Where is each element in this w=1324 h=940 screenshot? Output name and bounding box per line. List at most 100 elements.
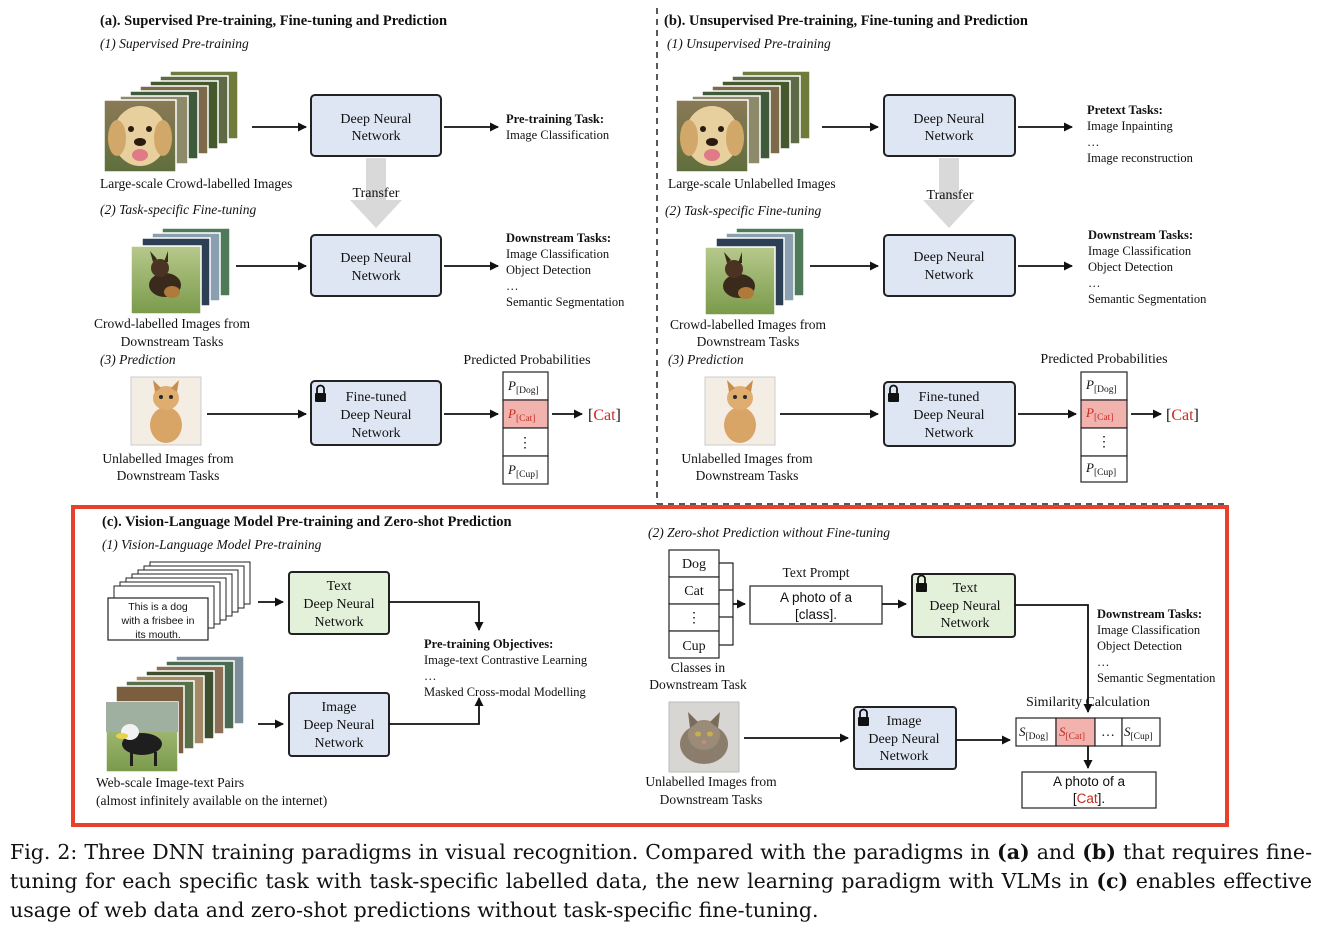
objectives-item1: Image-text Contrastive Learning [424, 653, 588, 667]
panel-a-task1-title: Pre-training Task: [506, 112, 604, 126]
similarity-label: Similarity Calculation [1026, 695, 1150, 710]
sim-cell-dots [1094, 717, 1123, 747]
panel-c-highlight-frame [71, 505, 1229, 827]
prob-p: P [1085, 377, 1094, 392]
panel-b-title: (b). Unsupervised Pre-training, Fine-tun… [664, 13, 1028, 29]
prob-dog-label: [Dog] [1094, 385, 1117, 395]
panel-a-task2-item3: … [506, 279, 519, 293]
similarity-row: S[Dog] S[Cat] … S[Cup] [1015, 717, 1161, 747]
prob-cell-cup [1080, 455, 1128, 483]
downstream-image-stack-b [704, 227, 805, 316]
panel-a-dnn2-line2: Network [352, 269, 401, 284]
panel-b-img2-caption-1: Crowd-labelled Images from [670, 317, 826, 332]
tabby-cat-photo [668, 701, 740, 773]
sim-s: S [1059, 724, 1066, 739]
class-dots: ⋮ [687, 611, 701, 626]
svg-text:P[Cup]: P[Cup] [1085, 460, 1116, 478]
arrow-c-image-objectives [389, 697, 484, 725]
class-cell-cup [668, 630, 720, 659]
svg-text:S[Dog]: S[Dog] [1019, 724, 1048, 742]
panel-a-dnn1-line1: Deep Neural [340, 112, 411, 127]
panel-b-img2-caption-2: Downstream Tasks [697, 334, 800, 349]
panel-a-pred-title: Predicted Probabilities [463, 353, 590, 368]
caption-card-line2: with a frisbee in [121, 615, 195, 627]
prob-vdots-a: ⋮ [518, 436, 532, 451]
panel-a-dnn1-line2: Network [352, 129, 401, 144]
prob-p: P [1085, 460, 1094, 475]
panel-b-task1-item3: Image reconstruction [1087, 151, 1194, 165]
panel-b-task1-title: Pretext Tasks: [1087, 103, 1163, 117]
zs-text-dnn-line2: Deep Neural [929, 599, 1000, 614]
panel-a-task1-item: Image Classification [506, 128, 610, 142]
panel-a-img3-caption-1: Unlabelled Images from [102, 451, 234, 466]
panel-a-task2-item4: Semantic Segmentation [506, 295, 625, 309]
prob-cup-label: [Cup] [516, 470, 538, 480]
pairs-caption-line1: Web-scale Image-text Pairs [96, 775, 244, 790]
objectives-title: Pre-training Objectives: [424, 637, 553, 651]
cat-photo-a [130, 376, 202, 446]
panel-b-dnn2-line1: Deep Neural [913, 250, 984, 265]
panel-a-task2-item1: Image Classification [506, 247, 610, 261]
panel-a-img3-caption-2: Downstream Tasks [117, 468, 220, 483]
text-prompt-label: Text Prompt [783, 565, 850, 580]
panel-a-dnn3-line1: Fine-tuned [346, 390, 407, 405]
prompt-line2: [class]. [795, 607, 837, 622]
prob-p: P [507, 406, 516, 421]
class-cup: Cup [682, 639, 705, 654]
prob-cell-dog [1080, 371, 1128, 401]
arrow-c-text-objectives [389, 601, 484, 631]
prob-cat-label: [Cat] [1094, 413, 1114, 423]
zs-unlabelled-caption-line2: Downstream Tasks [660, 792, 763, 807]
svg-text:P[Dog]: P[Dog] [507, 378, 539, 396]
panel-a-img1-caption: Large-scale Crowd-labelled Images [100, 176, 292, 191]
golden-retriever-photo-b [675, 99, 749, 173]
panel-b-task1-item1: Image Inpainting [1087, 119, 1173, 133]
panel-b-dnn3-line3: Network [925, 426, 974, 441]
caption-part1: Fig. 2: Three DNN training paradigms in … [10, 840, 998, 864]
lock-icon [315, 384, 326, 402]
prob-cat-label: [Cat] [516, 414, 536, 424]
zs-image-dnn-line2: Deep Neural [868, 732, 939, 747]
panel-b-dnn-finetune [883, 234, 1016, 297]
panel-b-transfer-label: Transfer [927, 188, 974, 203]
sim-cell-cup [1121, 717, 1161, 747]
text-prompt-box [749, 585, 883, 625]
prob-cell-dots [502, 427, 549, 457]
zs-downstream-item2: Object Detection [1097, 639, 1183, 653]
panel-b-task2-item4: Semantic Segmentation [1088, 292, 1207, 306]
zs-downstream-item3: … [1097, 655, 1110, 669]
zs-text-dnn-line1: Text [953, 581, 978, 596]
class-cell-dog [668, 549, 720, 578]
prob-cell-dots [1080, 427, 1128, 457]
prob-cell-cat [1080, 399, 1128, 429]
vlm-text-dnn-line3: Network [315, 615, 364, 630]
panel-a: (a). Supervised Pre-training, Fine-tunin… [94, 13, 625, 485]
sim-s: S [1019, 724, 1026, 739]
panel-b-img1-caption: Large-scale Unlabelled Images [668, 176, 836, 191]
sim-dots: … [1101, 725, 1115, 740]
panel-a-step1: (1) Supervised Pre-training [100, 36, 249, 51]
panel-a-transfer-label: Transfer [353, 186, 400, 201]
panel-c-step2: (2) Zero-shot Prediction without Fine-tu… [648, 525, 890, 540]
lock-icon [916, 574, 927, 592]
prompt-line1: A photo of a [780, 590, 853, 605]
panel-b-img3-caption-1: Unlabelled Images from [681, 451, 813, 466]
panel-b: (b). Unsupervised Pre-training, Fine-tun… [664, 13, 1207, 483]
cat-photo-b [704, 376, 776, 446]
transfer-arrow-b [923, 158, 975, 228]
panel-a-dnn3-line2: Deep Neural [340, 408, 411, 423]
crowd-labelled-image-stack [103, 70, 239, 173]
panel-b-task1-item2: … [1087, 135, 1100, 149]
prob-p: P [507, 462, 516, 477]
zs-downstream-item1: Image Classification [1097, 623, 1201, 637]
zs-result-line1: A photo of a [1053, 774, 1126, 789]
figure-caption: Fig. 2: Three DNN training paradigms in … [10, 838, 1312, 925]
caption-ref-a: (a) [997, 840, 1030, 864]
caption-part2: and [1029, 840, 1083, 864]
sim-s: S [1124, 724, 1131, 739]
panel-b-pred-title: Predicted Probabilities [1040, 352, 1167, 367]
panel-a-dnn-finetune [310, 234, 442, 297]
svg-text:S[Cup]: S[Cup] [1124, 724, 1153, 742]
panel-b-result: [Cat] [1166, 407, 1199, 424]
